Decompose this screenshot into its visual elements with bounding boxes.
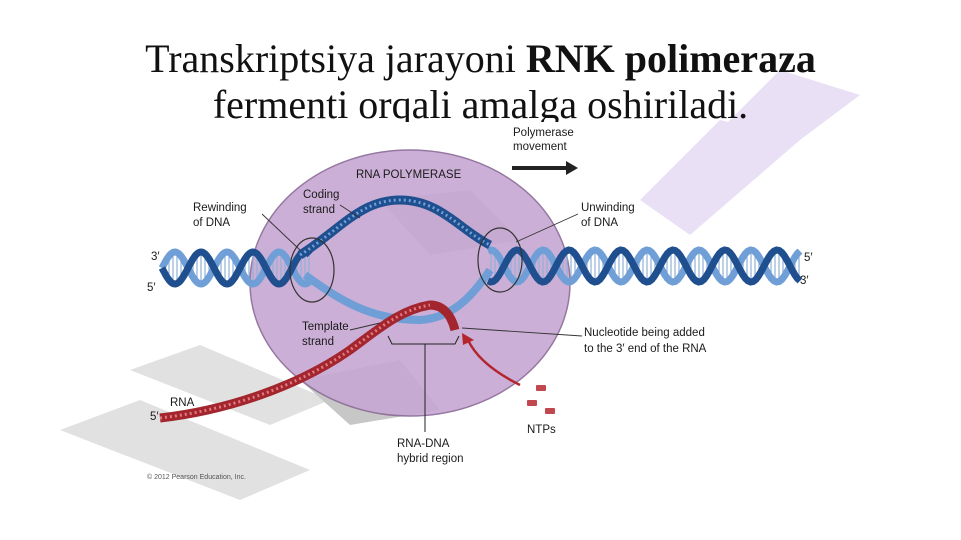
dna-strand (486, 246, 803, 286)
title-line-2: fermenti orqali amalga oshiriladi. (212, 82, 749, 122)
left-3prime-label: 3′ (151, 251, 160, 263)
dna-helix-left (158, 248, 313, 288)
unwinding-label-2: of DNA (581, 217, 618, 229)
nucleotide-label-2: to the 3′ end of the RNA (584, 343, 707, 355)
template-strand (302, 267, 494, 325)
copyright-text: © 2012 Pearson Education, Inc. (147, 473, 246, 481)
unwinding-circle (477, 227, 523, 293)
rna-5prime-label: 5′ (150, 411, 159, 423)
hybrid-bracket (387, 335, 460, 345)
title-bold: RNK polimeraza (525, 36, 816, 81)
left-5prime-label: 5′ (147, 282, 156, 294)
polymerase-movement-label-1: Polymerase (513, 127, 574, 139)
rewinding-label-2: of DNA (193, 217, 230, 229)
rna-polymerase-label: RNA POLYMERASE (356, 169, 462, 181)
template-strand-label-2: strand (302, 336, 334, 348)
nucleotide-label-1: Nucleotide being added (584, 327, 705, 339)
coding-strand-label-1: Coding (303, 189, 339, 201)
rewinding-circle (289, 237, 335, 303)
ntp-arrow (466, 339, 521, 387)
unwinding-label-1: Unwinding (581, 202, 635, 214)
right-3prime-label: 3′ (800, 275, 809, 287)
title-prefix: Transkriptsiya jarayoni (145, 36, 526, 81)
rna-strand (159, 300, 460, 423)
polymerase-movement-arrow (512, 161, 578, 175)
rna-dna-label-1: RNA-DNA (397, 438, 450, 450)
rna-dna-label-2: hybrid region (397, 453, 463, 465)
ntps-glyphs (527, 385, 555, 414)
ntps-label: NTPs (527, 424, 556, 436)
rna-label: RNA (170, 397, 195, 409)
right-5prime-label: 5′ (804, 252, 813, 264)
dna-strand (486, 246, 803, 286)
dna-strand (158, 248, 313, 288)
polymerase-movement-label-2: movement (513, 141, 567, 153)
coding-strand-label-2: strand (303, 204, 335, 216)
template-strand-label-1: Template (302, 321, 349, 333)
rewinding-label-1: Rewinding (193, 202, 247, 214)
dna-helix-right (486, 246, 803, 286)
title-line-1: Transkriptsiya jarayoni RNK polimeraza (60, 36, 901, 82)
